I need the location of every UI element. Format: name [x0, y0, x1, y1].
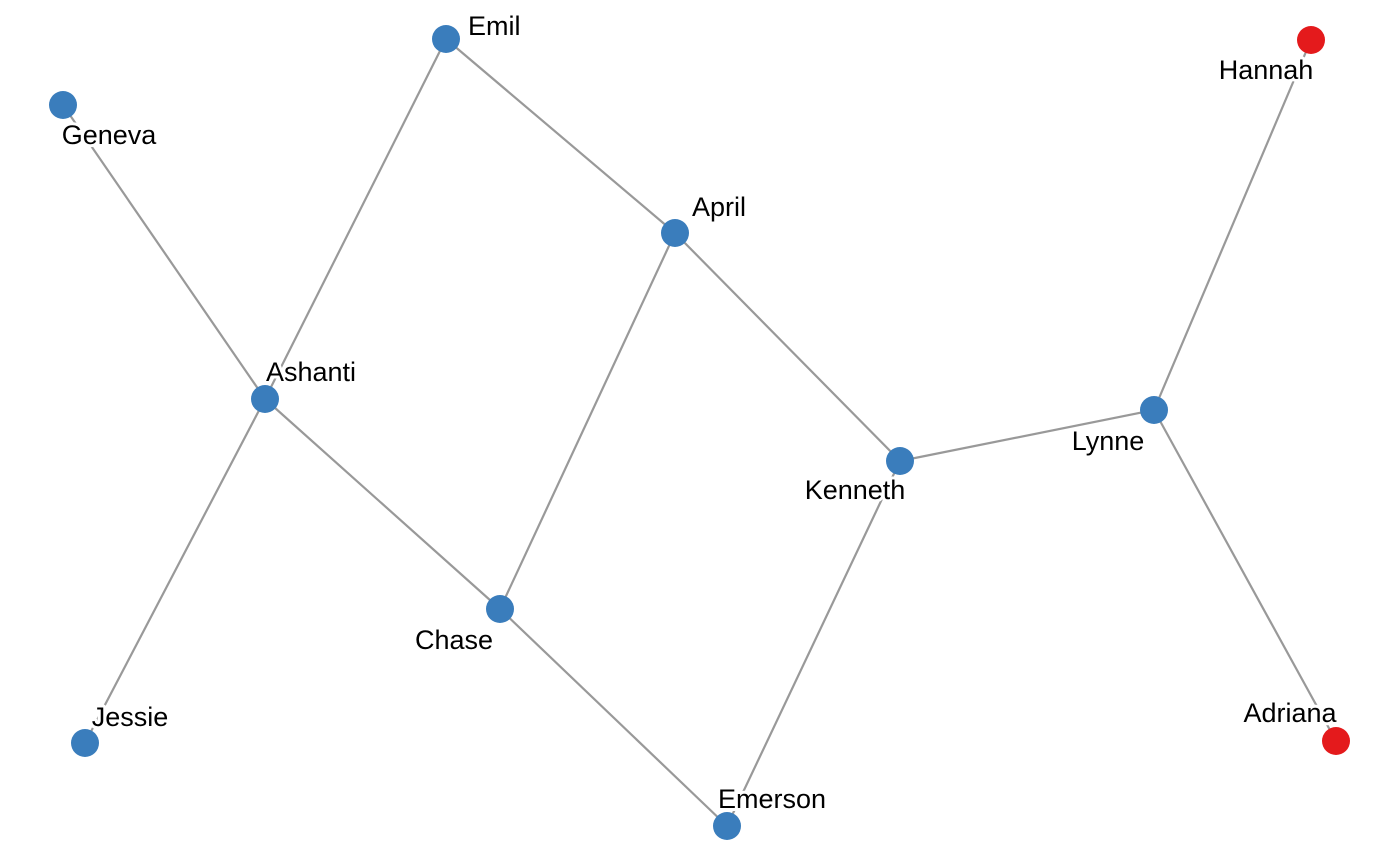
edges-layer: [62, 38, 1337, 827]
node-ashanti[interactable]: [251, 385, 279, 413]
edge-kenneth-lynne: [899, 408, 1155, 463]
edge-lynne-adriana: [1153, 409, 1337, 742]
node-label-halo-emerson: Emerson: [718, 784, 826, 814]
edge-chase-emerson: [499, 608, 728, 827]
node-label-halo-chase: Chase: [415, 625, 493, 655]
edge-emil-april: [445, 38, 676, 234]
node-label-halo-kenneth: Kenneth: [805, 475, 906, 505]
edge-lynne-hannah: [1152, 39, 1313, 411]
node-label-emil: Emil: [468, 11, 521, 41]
node-label-chase: Chase: [415, 625, 493, 655]
labels-layer: EmilEmilHannahHannahGenevaGenevaAprilApr…: [59, 8, 1341, 817]
node-label-kenneth: Kenneth: [805, 475, 906, 505]
node-label-ashanti: Ashanti: [266, 357, 356, 387]
node-label-emerson: Emerson: [718, 784, 826, 814]
node-label-halo-adriana: Adriana: [1243, 698, 1337, 728]
node-geneva[interactable]: [49, 91, 77, 119]
node-emil[interactable]: [432, 25, 460, 53]
node-april[interactable]: [661, 219, 689, 247]
node-adriana[interactable]: [1322, 727, 1350, 755]
node-label-halo-lynne: Lynne: [1072, 426, 1145, 456]
node-label-hannah: Hannah: [1219, 55, 1314, 85]
node-emerson[interactable]: [713, 812, 741, 840]
node-jessie[interactable]: [71, 729, 99, 757]
edge-emil-ashanti: [264, 38, 447, 400]
node-kenneth[interactable]: [886, 447, 914, 475]
node-label-halo-jessie: Jessie: [92, 702, 169, 732]
edge-kenneth-emerson: [726, 460, 901, 827]
node-chase[interactable]: [486, 595, 514, 623]
node-label-geneva: Geneva: [62, 120, 158, 150]
node-label-lynne: Lynne: [1072, 426, 1145, 456]
nodes-layer: [49, 25, 1350, 840]
node-hannah[interactable]: [1297, 26, 1325, 54]
node-label-jessie: Jessie: [92, 702, 169, 732]
edge-ashanti-chase: [264, 398, 501, 610]
edge-geneva-ashanti: [62, 104, 266, 400]
node-label-halo-emil: Emil: [468, 11, 521, 41]
node-label-april: April: [692, 192, 746, 222]
node-label-halo-geneva: Geneva: [62, 120, 158, 150]
node-lynne[interactable]: [1140, 396, 1168, 424]
node-label-adriana: Adriana: [1243, 698, 1337, 728]
node-label-halo-ashanti: Ashanti: [266, 357, 356, 387]
node-label-halo-april: April: [692, 192, 746, 222]
edge-april-kenneth: [674, 232, 901, 462]
edge-ashanti-jessie: [84, 398, 266, 744]
edge-april-chase: [499, 232, 676, 610]
node-label-halo-hannah: Hannah: [1219, 55, 1314, 85]
